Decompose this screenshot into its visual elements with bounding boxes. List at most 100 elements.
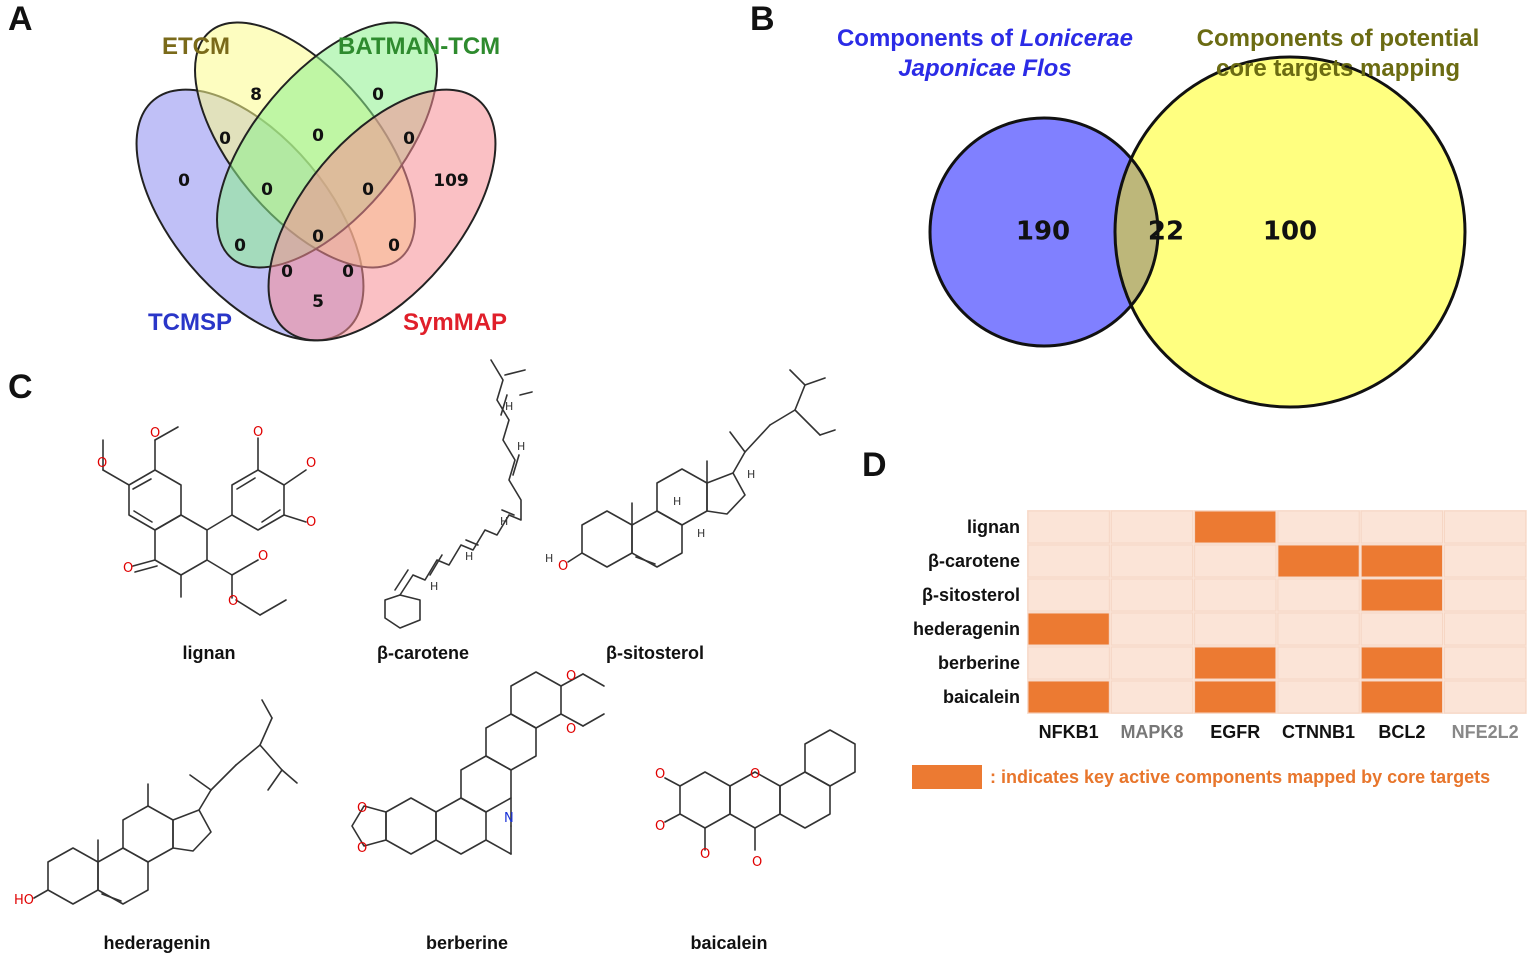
svg-text:O: O xyxy=(258,549,268,564)
venn4-count-etcm-batman-symmap: 0 xyxy=(362,180,374,200)
venn4-count-batman-symmap: 0 xyxy=(403,129,415,149)
b-sitosterol-structure: O H H H H xyxy=(545,369,836,574)
heatmap-cell xyxy=(1110,510,1194,544)
venn4-count-all-four: 0 xyxy=(312,227,324,247)
venn2-right-count: 100 xyxy=(1263,217,1317,247)
venn4-label-tcmsp: TCMSP xyxy=(148,309,232,336)
venn4-label-batman: BATMAN-TCM xyxy=(338,33,500,60)
svg-text:H: H xyxy=(747,468,755,481)
berberine-structure: O O O O N xyxy=(351,669,605,856)
heatmap-column-label: NFE2L2 xyxy=(1452,722,1519,742)
b-sitosterol-label: β-sitosterol xyxy=(606,643,704,663)
heatmap-cell xyxy=(1360,544,1443,578)
heatmap-cell xyxy=(1444,578,1527,612)
panel-a-letter: A xyxy=(8,0,33,38)
venn2-right-title-line2: core targets mapping xyxy=(1216,55,1460,82)
svg-text:O: O xyxy=(750,767,760,782)
svg-text:O: O xyxy=(566,669,576,684)
venn4-count-tcmsp-etcm-symmap: 0 xyxy=(281,262,293,282)
svg-text:O: O xyxy=(228,594,238,609)
heatmap-column-label: MAPK8 xyxy=(1120,722,1183,742)
heatmap-row-label: β-carotene xyxy=(928,551,1020,571)
venn4-count-tcmsp-only: 0 xyxy=(178,171,190,191)
heatmap-legend-text: : indicates key active components mapped… xyxy=(990,767,1490,787)
heatmap-column-label: EGFR xyxy=(1210,722,1260,742)
venn4-count-etcm-symmap: 0 xyxy=(388,236,400,256)
heatmap-column-label: NFKB1 xyxy=(1039,722,1099,742)
baicalein-label: baicalein xyxy=(690,933,767,953)
heatmap-cell xyxy=(1360,612,1443,646)
heatmap-cell xyxy=(1027,510,1110,544)
venn4-diagram: ETCM BATMAN-TCM TCMSP SymMAP 0 8 0 109 0… xyxy=(135,21,507,342)
lignan-structure: O O O O O O O O xyxy=(97,425,316,616)
heatmap-cell xyxy=(1194,510,1277,544)
heatmap-cell xyxy=(1360,578,1443,612)
venn4-count-tcmsp-etcm: 0 xyxy=(219,129,231,149)
heatmap-cell xyxy=(1444,646,1527,680)
heatmap-cell xyxy=(1194,578,1277,612)
heatmap-cell xyxy=(1444,544,1527,578)
heatmap-cell xyxy=(1194,680,1277,714)
heatmap-background xyxy=(1027,510,1527,714)
heatmap-cell xyxy=(1277,510,1360,544)
heatmap-cell xyxy=(1277,612,1360,646)
heatmap-cell xyxy=(1444,510,1527,544)
venn2-diagram: Components of Lonicerae Japonicae Flos C… xyxy=(837,25,1480,409)
panel-b-letter: B xyxy=(750,0,775,38)
heatmap-cell xyxy=(1360,510,1443,544)
svg-text:HO: HO xyxy=(14,893,34,908)
venn2-overlap-count: 22 xyxy=(1148,217,1184,247)
heatmap-cell xyxy=(1444,612,1527,646)
heatmap-cell xyxy=(1110,578,1194,612)
svg-text:H: H xyxy=(500,515,508,528)
svg-text:H: H xyxy=(517,440,525,453)
venn4-count-tcmsp-symmap: 5 xyxy=(312,292,324,312)
heatmap-cell xyxy=(1444,680,1527,714)
svg-text:O: O xyxy=(357,801,367,816)
svg-text:H: H xyxy=(430,580,438,593)
venn2-left-count: 190 xyxy=(1016,217,1070,247)
svg-text:O: O xyxy=(357,841,367,856)
venn2-left-circle xyxy=(930,118,1158,346)
venn4-count-tcmsp-batman: 0 xyxy=(234,236,246,256)
heatmap-legend-swatch xyxy=(912,765,982,789)
heatmap-cell xyxy=(1027,680,1110,714)
lignan-label: lignan xyxy=(183,643,236,663)
venn2-left-title-line1: Components of Lonicerae xyxy=(837,25,1133,52)
heatmap-cell xyxy=(1110,680,1194,714)
heatmap-cell xyxy=(1277,544,1360,578)
venn4-symmap-ellipse xyxy=(267,88,497,342)
panel-d-letter: D xyxy=(862,446,887,484)
heatmap-cell xyxy=(1194,646,1277,680)
heatmap xyxy=(1027,510,1527,714)
venn2-right-circle xyxy=(1115,57,1465,407)
heatmap-column-label: CTNNB1 xyxy=(1282,722,1355,742)
venn4-count-etcm-batman: 0 xyxy=(312,126,324,146)
venn4-count-etcm-only: 8 xyxy=(250,85,262,105)
svg-text:H: H xyxy=(505,400,513,413)
svg-text:O: O xyxy=(655,767,665,782)
heatmap-cell xyxy=(1110,544,1194,578)
venn4-count-tcmsp-etcm-batman: 0 xyxy=(261,180,273,200)
heatmap-row-label: berberine xyxy=(938,653,1020,673)
svg-text:O: O xyxy=(306,515,316,530)
hederagenin-structure: HO xyxy=(14,699,298,908)
venn2-right-title-line1: Components of potential xyxy=(1197,25,1480,52)
baicalein-structure: O O O O O xyxy=(655,729,856,870)
heatmap-row-label: β-sitosterol xyxy=(922,585,1020,605)
heatmap-cell xyxy=(1277,680,1360,714)
heatmap-row-labels: lignanβ-caroteneβ-sitosterolhederageninb… xyxy=(913,517,1020,707)
heatmap-row-label: lignan xyxy=(967,517,1020,537)
svg-text:H: H xyxy=(697,527,705,540)
venn4-count-batman-only: 0 xyxy=(372,85,384,105)
hederagenin-label: hederagenin xyxy=(103,933,210,953)
b-carotene-label: β-carotene xyxy=(377,643,469,663)
heatmap-cell xyxy=(1027,646,1110,680)
svg-text:O: O xyxy=(655,819,665,834)
svg-text:H: H xyxy=(545,552,553,565)
venn4-count-tcmsp-batman-symmap: 0 xyxy=(342,262,354,282)
venn4-label-symmap: SymMAP xyxy=(403,309,507,336)
heatmap-cell xyxy=(1027,612,1110,646)
